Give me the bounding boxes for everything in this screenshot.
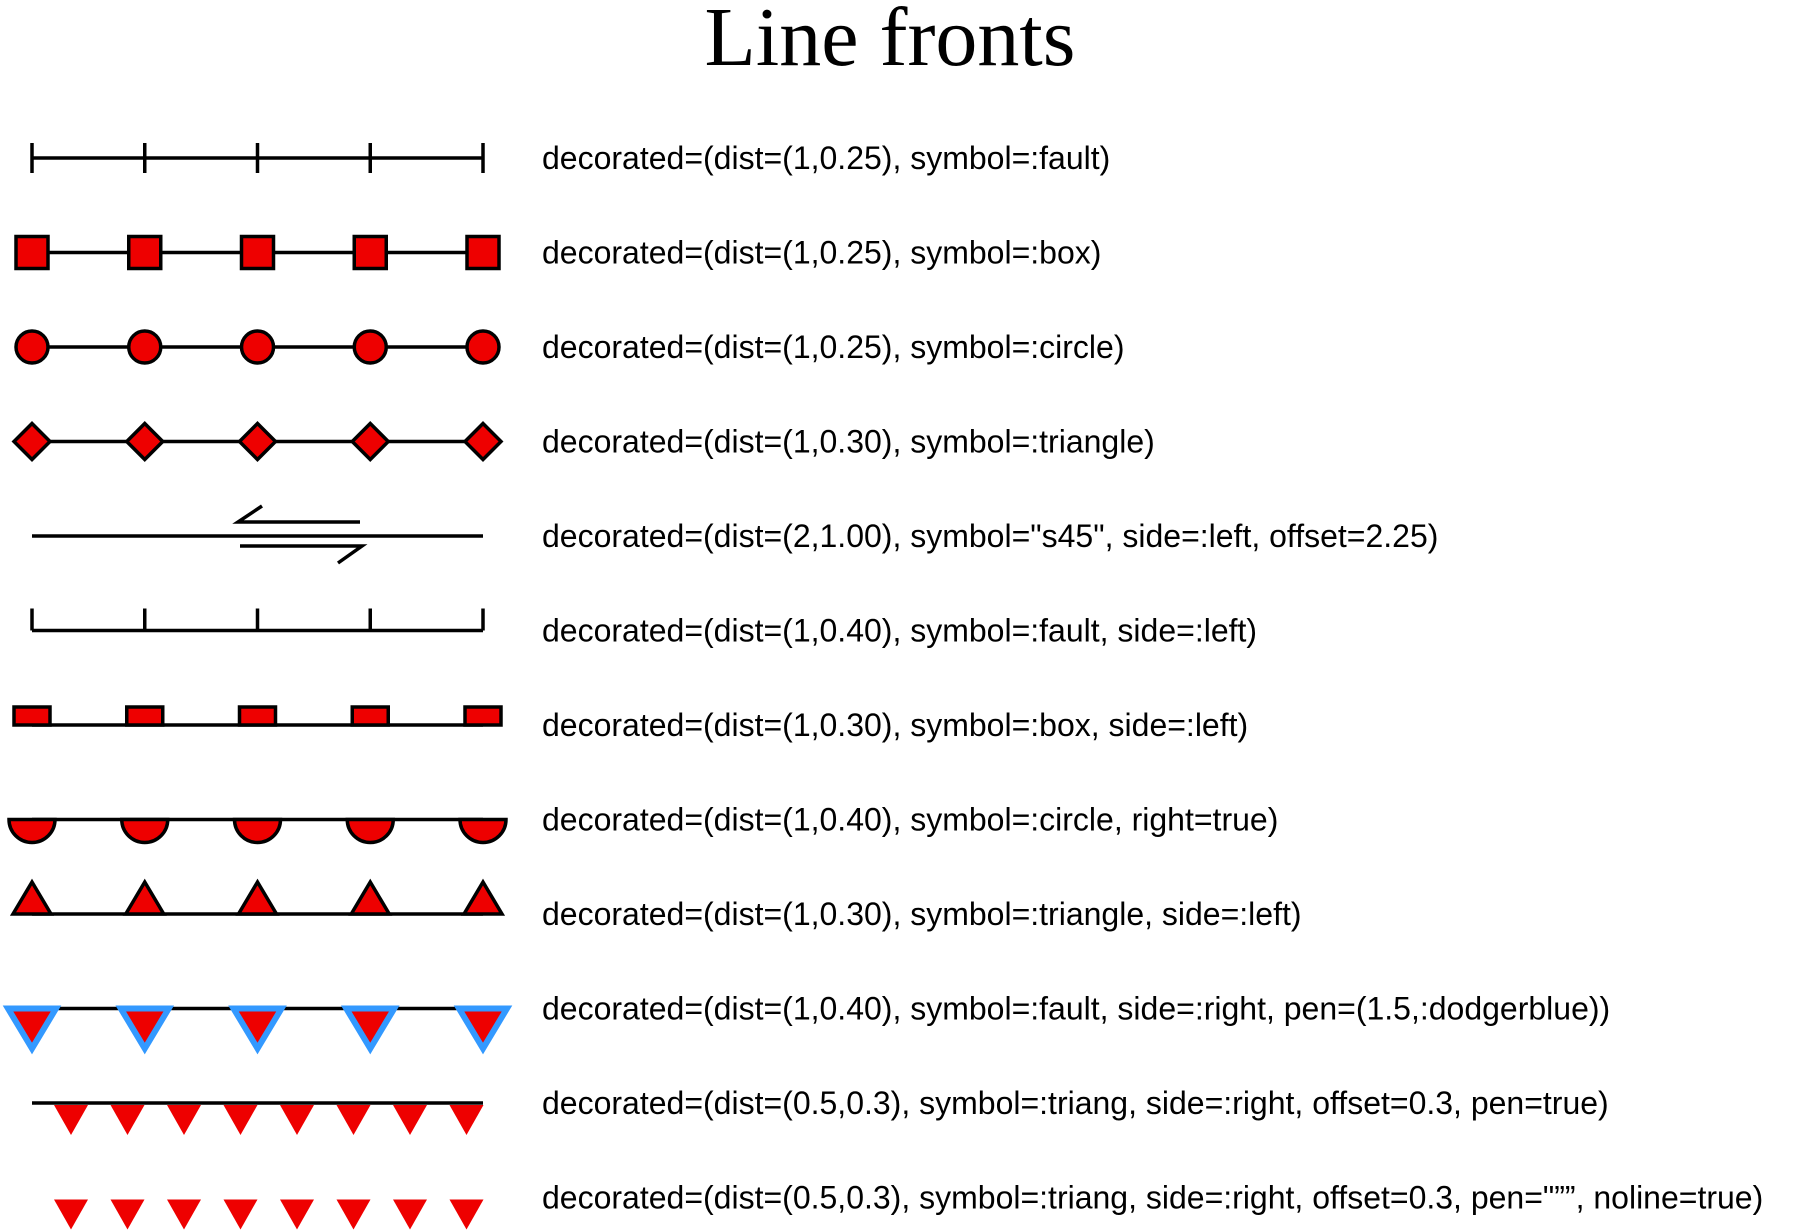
box-marker	[239, 234, 276, 271]
box-marker	[350, 705, 390, 727]
front-label: decorated=(dist=(1,0.30), symbol=:triang…	[542, 896, 1302, 932]
triangle-marker	[115, 1005, 175, 1055]
front-row: decorated=(dist=(1,0.40), symbol=:fault,…	[30, 608, 1257, 649]
triangle-marker	[348, 878, 393, 916]
front-label: decorated=(dist=(0.5,0.3), symbol=:trian…	[542, 1085, 1609, 1121]
front-label: decorated=(dist=(1,0.30), symbol=:triang…	[542, 424, 1155, 460]
triangle-marker	[2, 1005, 62, 1055]
box-marker	[127, 234, 163, 271]
triangle-marker	[122, 878, 167, 916]
front-row: decorated=(dist=(1,0.30), symbol=:triang…	[9, 878, 1302, 932]
front-row: decorated=(dist=(1,0.25), symbol=:box)	[14, 234, 1101, 271]
box-marker	[465, 234, 501, 271]
box-marker	[237, 705, 278, 727]
triangle-marker	[235, 878, 280, 916]
triangle-marker	[336, 1105, 371, 1135]
triangle-marker	[336, 1199, 371, 1230]
front-row: decorated=(dist=(2,1.00), symbol="s45", …	[32, 504, 1438, 565]
front-label: decorated=(dist=(1,0.25), symbol=:box)	[542, 235, 1101, 271]
triangle-marker	[449, 1199, 484, 1230]
front-label: decorated=(dist=(1,0.40), symbol=:circle…	[542, 802, 1278, 838]
half-circle-marker	[7, 817, 57, 845]
front-row: decorated=(dist=(1,0.25), symbol=:fault)	[30, 140, 1110, 176]
front-row: decorated=(dist=(1,0.40), symbol=:circle…	[7, 802, 1278, 845]
triangle-marker	[9, 878, 55, 916]
triangle-marker	[110, 1199, 145, 1230]
circle-marker	[352, 329, 388, 365]
triangle-marker	[393, 1105, 427, 1135]
box-marker	[352, 234, 388, 271]
diamond-marker	[124, 421, 166, 462]
triangle-marker	[110, 1105, 145, 1135]
triangle-marker	[54, 1105, 88, 1135]
triangle-marker	[280, 1199, 314, 1230]
figure-title: Line fronts	[704, 0, 1076, 84]
front-row: decorated=(dist=(1,0.40), symbol=:fault,…	[2, 991, 1610, 1055]
triangle-marker	[449, 1105, 484, 1135]
triangle-marker	[228, 1005, 287, 1055]
box-marker	[463, 705, 503, 727]
half-circle-marker	[345, 817, 396, 845]
box-marker	[14, 234, 50, 271]
front-label: decorated=(dist=(0.5,0.3), symbol=:trian…	[542, 1180, 1763, 1216]
diamond-marker	[11, 421, 53, 462]
front-row: decorated=(dist=(1,0.25), symbol=:circle…	[14, 329, 1124, 365]
front-label: decorated=(dist=(1,0.25), symbol=:fault)	[542, 140, 1110, 176]
front-row: decorated=(dist=(1,0.30), symbol=:triang…	[11, 421, 1155, 462]
front-row: decorated=(dist=(1,0.30), symbol=:box, s…	[12, 705, 1248, 743]
front-row: decorated=(dist=(0.5,0.3), symbol=:trian…	[32, 1085, 1609, 1135]
front-label: decorated=(dist=(1,0.40), symbol=:fault,…	[542, 613, 1257, 649]
circle-marker	[127, 329, 163, 365]
front-label: decorated=(dist=(1,0.30), symbol=:box, s…	[542, 707, 1248, 743]
diamond-marker	[237, 421, 278, 462]
triangle-marker	[167, 1199, 201, 1230]
circle-marker	[14, 329, 50, 365]
half-circle-marker	[119, 817, 170, 845]
front-label: decorated=(dist=(1,0.25), symbol=:circle…	[542, 329, 1124, 365]
half-circle-marker	[232, 817, 283, 845]
triangle-marker	[340, 1005, 400, 1055]
box-marker	[12, 705, 52, 727]
circle-marker	[239, 329, 276, 365]
triangle-marker	[223, 1199, 258, 1230]
circle-marker	[465, 329, 501, 365]
box-marker	[125, 705, 165, 727]
triangle-marker	[54, 1199, 88, 1230]
triangle-marker	[460, 878, 506, 916]
half-circle-marker	[458, 817, 508, 845]
strike-slip-arrow-left	[232, 504, 360, 524]
triangle-marker	[453, 1005, 513, 1055]
front-row: decorated=(dist=(0.5,0.3), symbol=:trian…	[54, 1180, 1763, 1230]
diamond-marker	[349, 421, 391, 462]
strike-slip-arrow-right	[240, 544, 368, 565]
triangle-marker	[393, 1199, 427, 1230]
front-label: decorated=(dist=(2,1.00), symbol="s45", …	[542, 518, 1438, 554]
triangle-marker	[223, 1105, 258, 1135]
triangle-marker	[167, 1105, 201, 1135]
front-label: decorated=(dist=(1,0.40), symbol=:fault,…	[542, 991, 1610, 1027]
triangle-marker	[280, 1105, 314, 1135]
diamond-marker	[462, 421, 504, 462]
